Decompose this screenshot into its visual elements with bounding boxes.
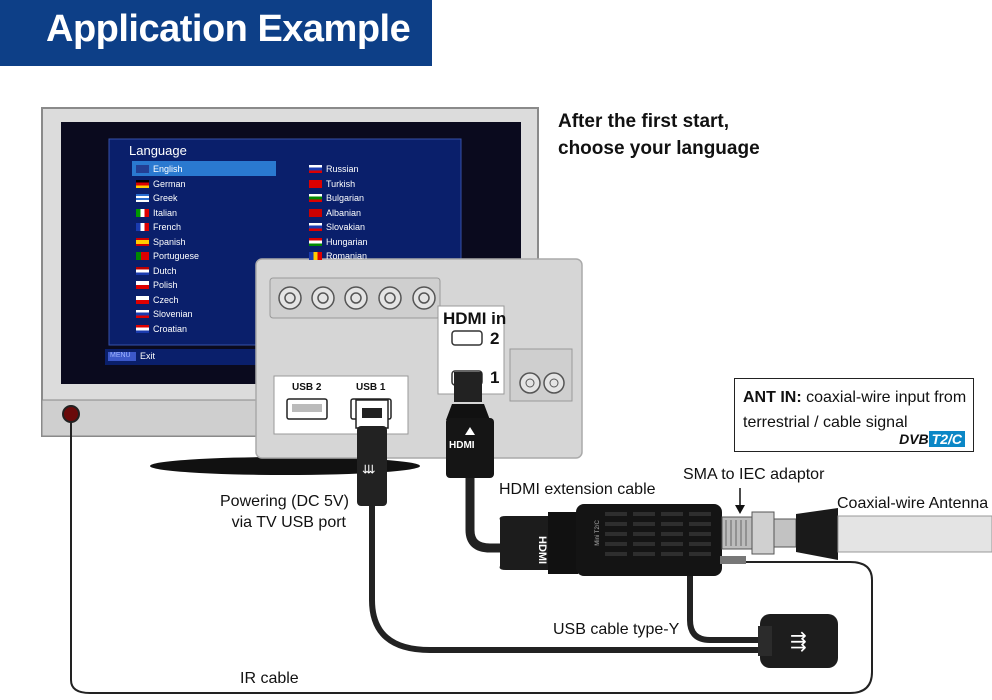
uk-flag-icon xyxy=(136,165,149,173)
language-item[interactable]: Slovakian xyxy=(326,222,366,232)
spanish-flag-icon xyxy=(136,238,149,246)
dutch-flag-icon xyxy=(136,267,149,275)
turkish-flag-icon xyxy=(309,180,322,188)
exit-label[interactable]: Exit xyxy=(140,351,156,361)
ir-receiver xyxy=(62,405,80,423)
polish-flag-icon xyxy=(136,281,149,289)
usb-y-cable-label: USB cable type-Y xyxy=(553,621,680,638)
powering-label-line1: Powering (DC 5V) xyxy=(220,493,349,510)
language-item[interactable]: Italian xyxy=(153,208,178,218)
usb2-label: USB 2 xyxy=(292,382,322,393)
russian-flag-icon xyxy=(309,165,322,173)
czech-flag-icon xyxy=(136,296,149,304)
hungarian-flag-icon xyxy=(309,238,322,246)
coax-antenna-cable xyxy=(837,515,992,553)
menu-key-badge: MENU xyxy=(110,352,131,359)
hdmi-port-1-label: 1 xyxy=(490,368,500,387)
usb1-label: USB 1 xyxy=(356,382,386,393)
romanian-flag-icon xyxy=(309,252,322,260)
language-item[interactable]: Hungarian xyxy=(326,237,368,247)
bulgarian-flag-icon xyxy=(309,194,322,202)
tv-stand xyxy=(150,457,420,475)
usb-female-icon: ⇶ xyxy=(790,631,807,653)
tv-caption: After the first start, choose your langu… xyxy=(558,108,760,162)
language-item[interactable]: Croatian xyxy=(153,324,188,334)
usb-plug xyxy=(357,426,387,506)
language-menu-title: Language xyxy=(129,143,187,158)
ant-in-text1: coaxial-wire input from xyxy=(801,389,967,406)
dvb-logo-suffix: T2/C xyxy=(928,431,965,447)
sma-adaptor xyxy=(721,516,753,550)
powering-label-line2: via TV USB port xyxy=(231,514,346,531)
page-title: Application Example xyxy=(46,8,411,50)
albanian-flag-icon xyxy=(309,209,322,217)
language-item[interactable]: Portuguese xyxy=(153,251,200,261)
language-item[interactable]: Romanian xyxy=(326,251,368,259)
sma-adaptor-label: SMA to IEC adaptor xyxy=(683,466,825,483)
ant-in-box: ANT IN: coaxial-wire input from terrestr… xyxy=(734,378,974,452)
language-item[interactable]: Dutch xyxy=(153,266,177,276)
language-selection xyxy=(132,161,276,176)
language-item[interactable]: Spanish xyxy=(153,237,186,247)
usb-plug-icon: ⇶ xyxy=(362,463,377,475)
tv-caption-line2: choose your language xyxy=(558,138,760,159)
hdmi-extension-label: HDMI extension cable xyxy=(499,481,656,498)
italian-flag-icon xyxy=(136,209,149,217)
hdmi-plug-label: HDMI xyxy=(449,440,475,451)
portuguese-flag-icon xyxy=(136,252,149,260)
hdmi-in-label: HDMI in xyxy=(443,309,507,328)
language-item[interactable]: Greek xyxy=(153,193,178,203)
ant-in-text: ANT IN: coaxial-wire input from terrestr… xyxy=(743,385,966,435)
language-item[interactable]: Albanian xyxy=(326,208,362,218)
greek-flag-icon xyxy=(136,194,149,202)
croatian-flag-icon xyxy=(136,325,149,333)
language-item[interactable]: German xyxy=(153,179,186,189)
dvb-logo-prefix: DVB xyxy=(899,431,929,447)
ant-in-heading: ANT IN: xyxy=(743,389,802,406)
language-item[interactable]: Slovenian xyxy=(153,309,193,319)
language-item[interactable]: Turkish xyxy=(326,179,356,189)
coax-antenna-plug xyxy=(796,508,838,560)
ant-in-text2: terrestrial / cable signal xyxy=(743,414,908,431)
language-item[interactable]: English xyxy=(153,164,183,174)
hdmi-extension-cable xyxy=(465,478,516,553)
german-flag-icon xyxy=(136,180,149,188)
hdmi-port-2 xyxy=(451,330,483,346)
usb-y-cable xyxy=(369,506,760,653)
slovakian-flag-icon xyxy=(309,223,322,231)
ir-cable-label: IR cable xyxy=(240,670,299,687)
language-item[interactable]: Russian xyxy=(326,164,359,174)
usb-female-end xyxy=(760,614,838,668)
dongle-brand-label: Mini T2/C xyxy=(594,520,601,546)
title-banner xyxy=(0,0,432,66)
rca-jacks xyxy=(278,286,436,310)
coax-antenna-label: Coaxial-wire Antenna xyxy=(837,495,989,512)
hdmi-plug xyxy=(446,418,494,478)
language-item[interactable]: Bulgarian xyxy=(326,193,365,203)
dongle-hdmi-label: HDMI xyxy=(536,536,548,565)
french-flag-icon xyxy=(136,223,149,231)
hdmi-port-2-label: 2 xyxy=(490,329,500,348)
language-item[interactable]: Polish xyxy=(153,280,178,290)
ir-cable xyxy=(70,422,873,694)
language-item[interactable]: Czech xyxy=(153,295,179,305)
slovenian-flag-icon xyxy=(136,310,149,318)
language-item[interactable]: French xyxy=(153,222,182,232)
tv-caption-line1: After the first start, xyxy=(558,111,730,132)
